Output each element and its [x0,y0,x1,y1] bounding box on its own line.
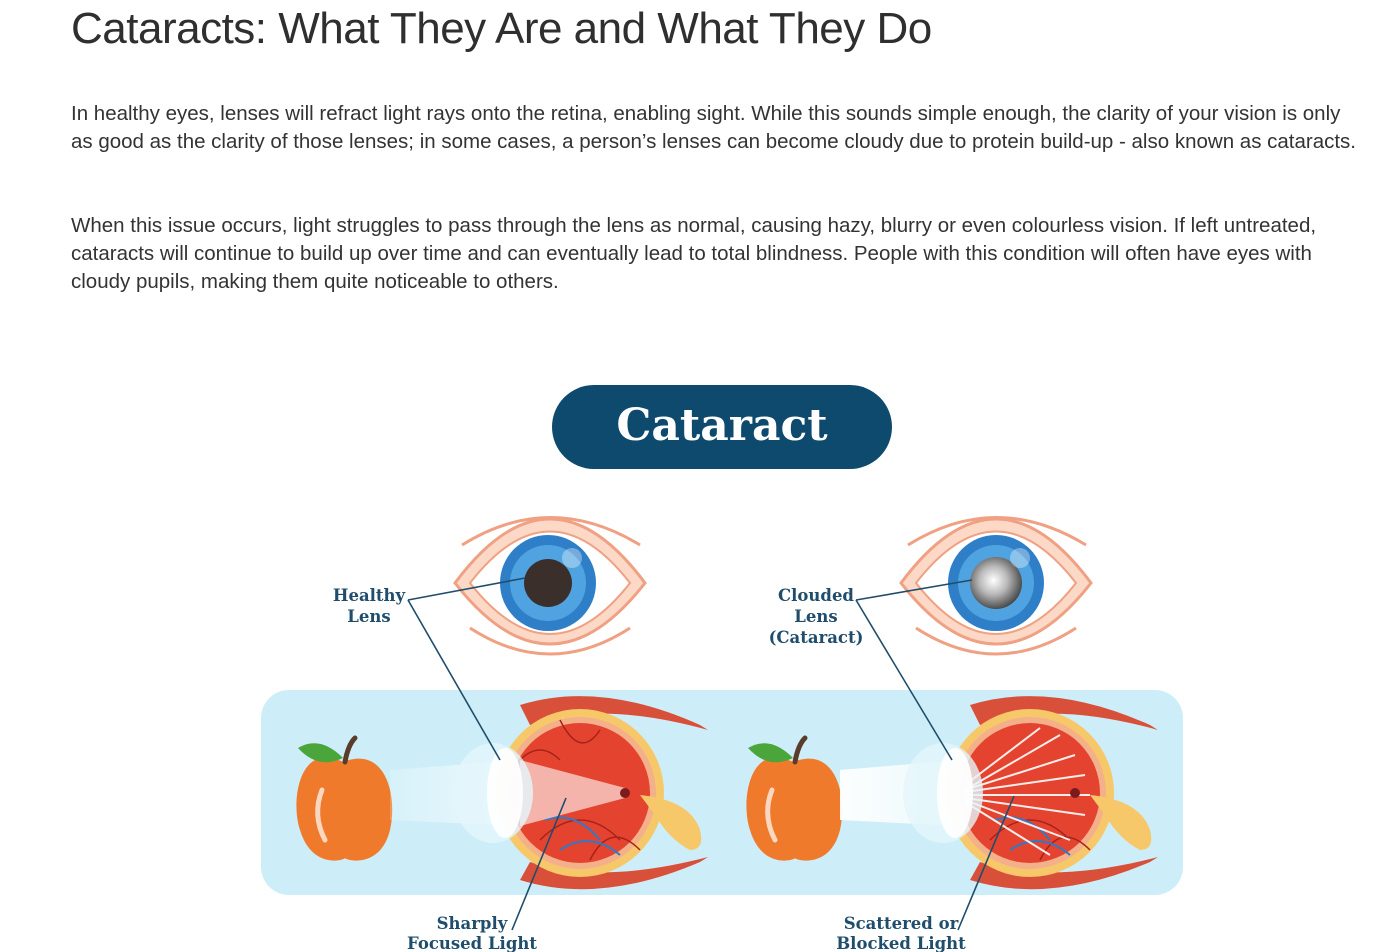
healthy-eye-front [453,516,647,656]
page-title: Cataracts: What They Are and What They D… [71,4,932,53]
clouded-lens-label-line2: Lens [794,607,837,626]
sharp-light-label-line1: Sharply [437,914,508,933]
cataract-banner: Cataract [552,385,892,469]
healthy-eye-cross-section [453,696,708,890]
healthy-lens-label-line1: Healthy [333,586,406,605]
label-leader-lines [407,577,1015,931]
clouded-eye-front [899,516,1093,656]
healthy-lens-label-line2: Lens [347,607,390,626]
clouded-lens-label-line1: Clouded [778,586,854,605]
second-paragraph: When this issue occurs, light struggles … [71,214,1317,293]
scattered-light-label-line2: Blocked Light [836,934,966,952]
sharp-light-label-line2: Focused Light [407,934,537,952]
banner-title: Cataract [616,400,828,451]
illustration-panel [261,690,1183,895]
apple-left [296,735,393,861]
clouded-lens-label-line3: (Cataract) [769,628,864,647]
intro-paragraph: In healthy eyes, lenses will refract lig… [71,102,1357,153]
scattered-light-label-line1: Scattered or [844,914,959,933]
clouded-eye-cross-section [903,696,1158,890]
apple-right [746,735,843,861]
